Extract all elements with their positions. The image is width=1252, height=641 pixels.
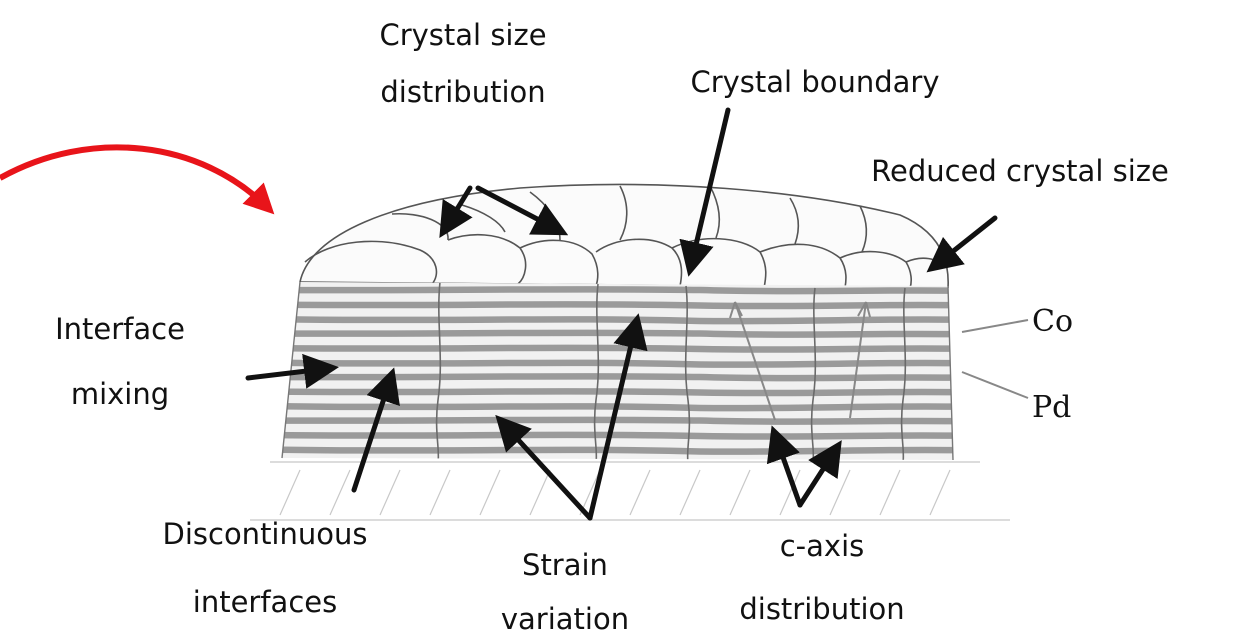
label-reduced-crystal-size: Reduced crystal size <box>871 154 1169 188</box>
layer-stripe <box>270 289 970 291</box>
layer-stripe <box>270 363 970 365</box>
label-caxis-line1: c-axis <box>780 529 865 563</box>
crystal-cap <box>300 184 948 288</box>
label-pd: Pd <box>1032 390 1071 425</box>
label-discontinuous-line1: Discontinuous <box>163 517 368 551</box>
layer-stripe <box>270 376 970 378</box>
highlight-arrow <box>0 147 268 208</box>
layer-stripe <box>270 435 970 437</box>
label-crystal-boundary: Crystal boundary <box>690 65 939 99</box>
layer-stripe <box>270 406 970 408</box>
substrate <box>250 462 1010 520</box>
label-interface-mixing-line2: mixing <box>71 377 169 411</box>
layer-stripe <box>270 450 970 452</box>
label-strain-line2: variation <box>501 602 629 636</box>
layer-stripe <box>270 348 970 350</box>
label-caxis-line2: distribution <box>739 592 904 626</box>
label-interface-mixing-line1: Interface <box>55 312 185 346</box>
label-strain-line1: Strain <box>522 548 608 582</box>
label-crystal-size-line1: Crystal size <box>379 18 546 52</box>
layer-stripe <box>270 319 970 321</box>
layer-stripe <box>270 333 970 335</box>
label-discontinuous-line2: interfaces <box>193 585 337 619</box>
label-crystal-size-line2: distribution <box>380 75 545 109</box>
label-co: Co <box>1032 304 1073 339</box>
